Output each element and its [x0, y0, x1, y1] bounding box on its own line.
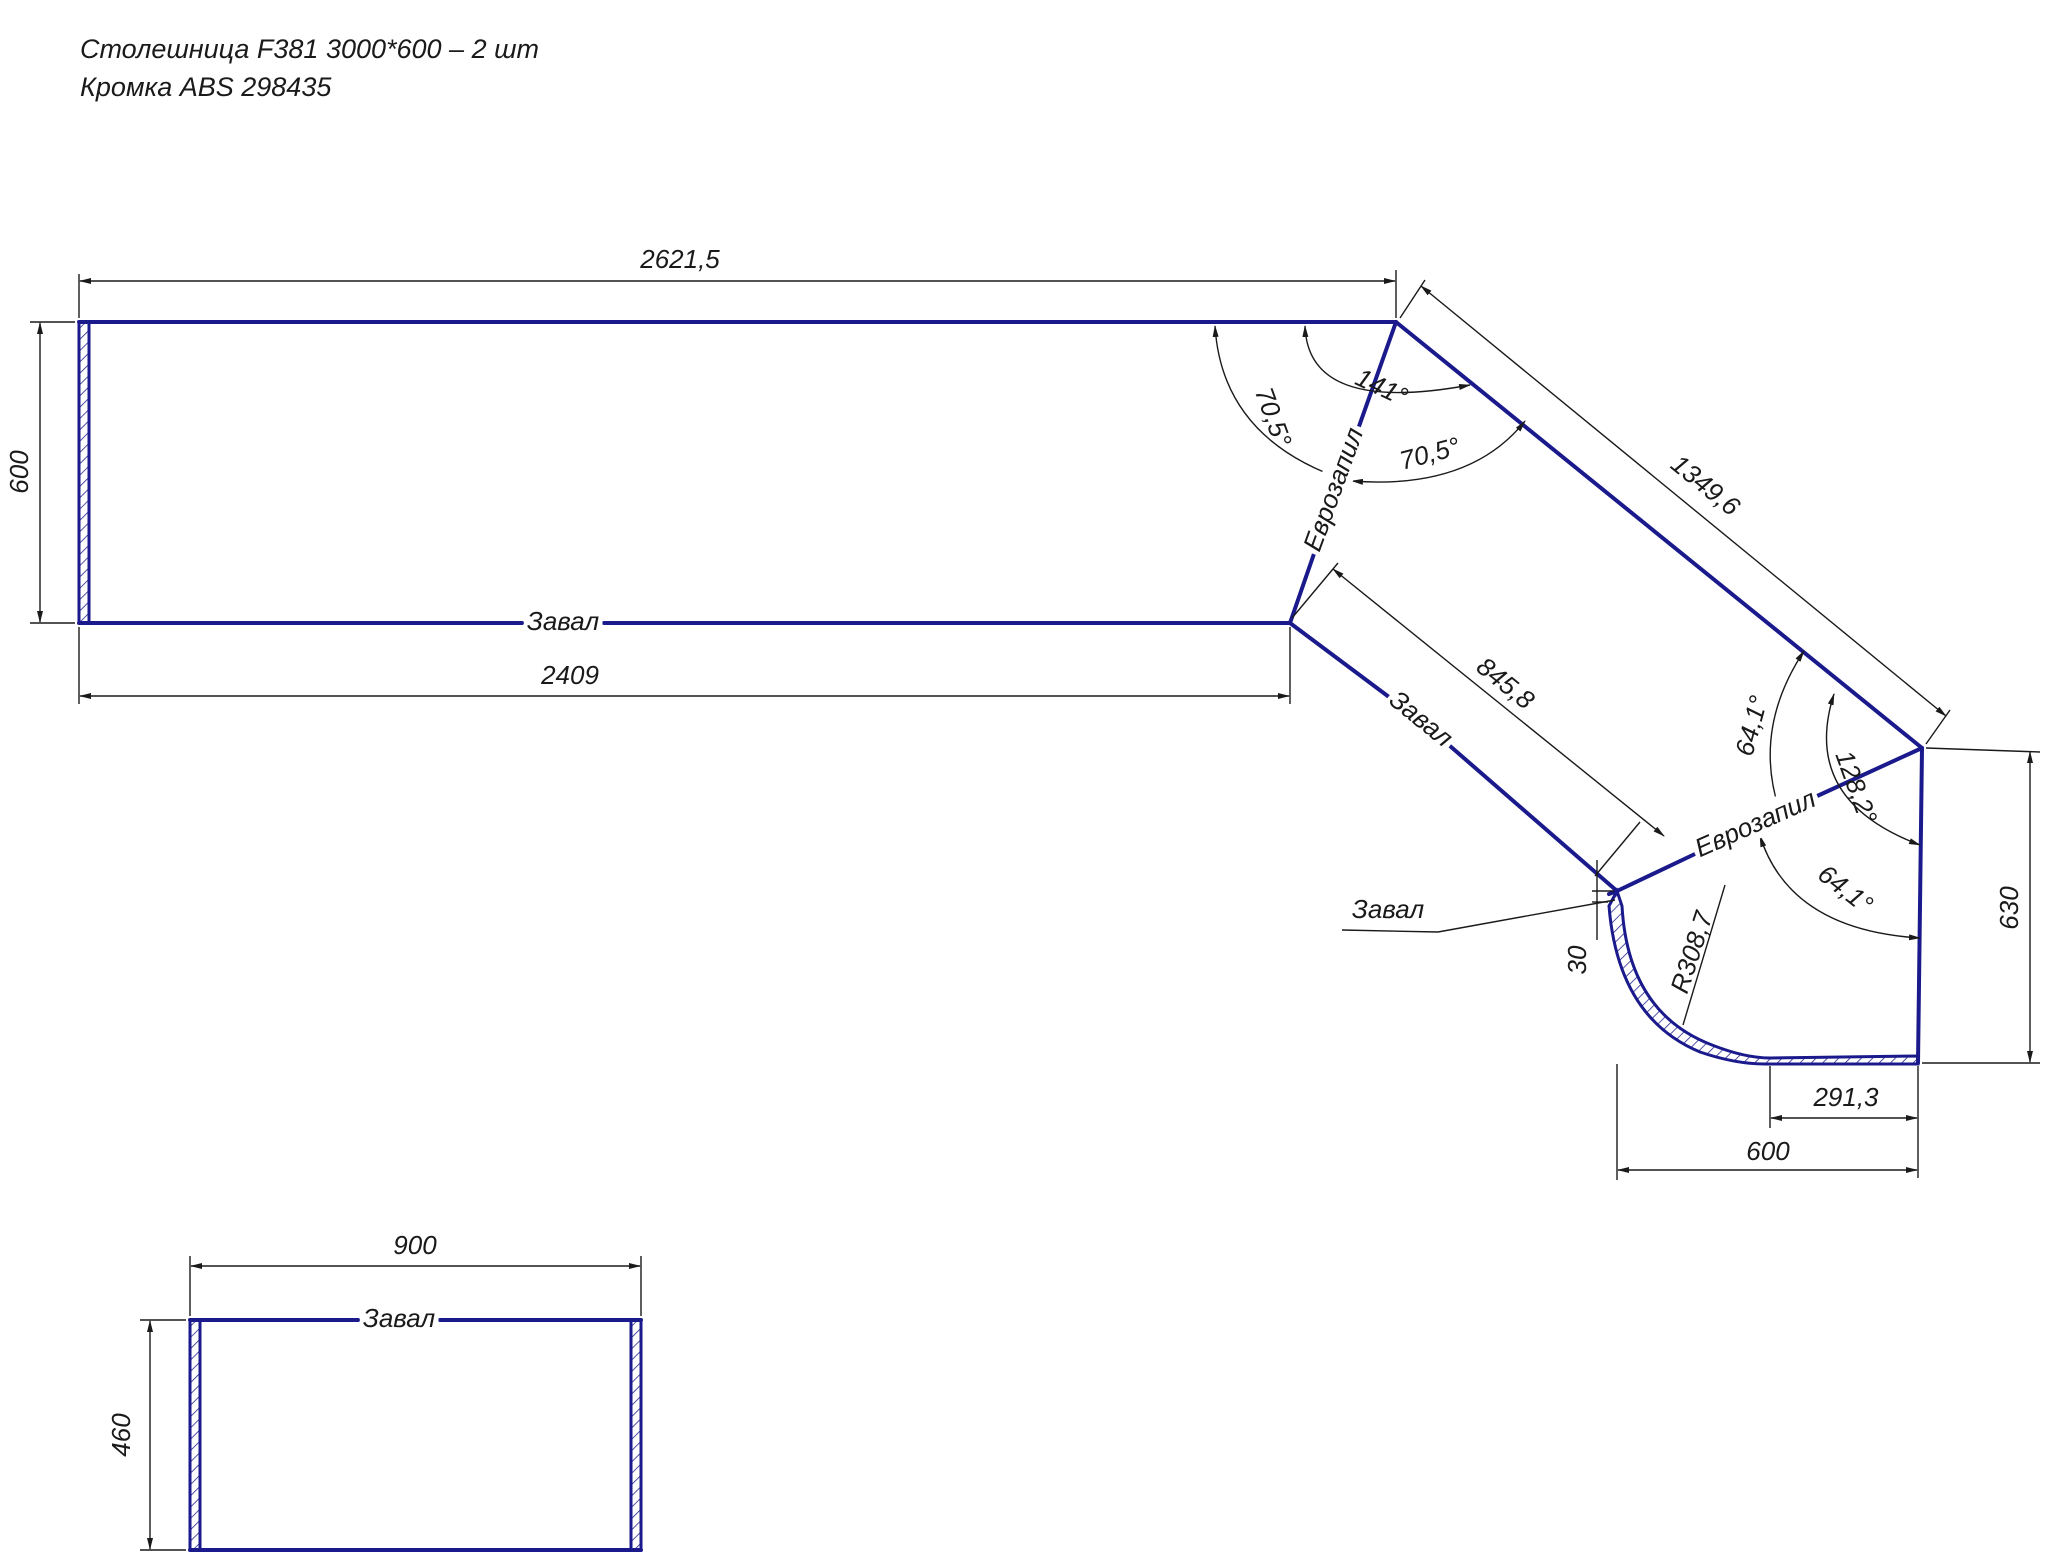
label-backing — [1348, 893, 1428, 925]
ext-line — [1594, 821, 1641, 877]
curved-edge-hatch — [1607, 887, 1920, 1066]
edge-labels: Завал Еврозапил Завал Завал Еврозапил — [523, 420, 1824, 925]
dim-line-diag-inner — [1332, 568, 1665, 837]
radius-leader — [1682, 884, 1726, 1026]
zaval-leader-line — [1341, 929, 1439, 933]
dim-small-width: 900 — [393, 1230, 437, 1260]
arc-angle-128 — [1825, 693, 1921, 846]
right-edge — [1916, 746, 1924, 1065]
dim-bottom-600: 600 — [1746, 1136, 1790, 1166]
arc-angle-64-top — [1769, 650, 1805, 813]
label-zaval-bottom: Завал — [527, 606, 600, 636]
label-backing — [1294, 420, 1372, 559]
ext-line — [1291, 562, 1339, 619]
joint-line-2-a — [1615, 851, 1699, 893]
dim-small-offset: 30 — [1562, 945, 1592, 974]
label-zaval-small: Завал — [363, 1303, 436, 1333]
left-edge-hatch — [77, 320, 91, 625]
dim-top-length: 2621,5 — [639, 244, 720, 274]
zaval-leader-line — [1437, 899, 1616, 933]
label-zaval-diag: Завал — [1384, 684, 1459, 753]
small-countertop: Завал 900 460 — [106, 1230, 643, 1552]
joint-line-1-b — [1288, 546, 1318, 625]
dim-diag-outer: 1349,6 — [1665, 448, 1746, 522]
label-backing — [1686, 780, 1824, 866]
arc-angle-141 — [1302, 325, 1471, 394]
ext-line — [1925, 747, 2041, 753]
dim-diag-inner: 845,8 — [1471, 651, 1541, 716]
label-backing — [523, 604, 603, 637]
dimensions-main: 2621,5 600 2409 1349,6 845,8 — [4, 244, 2041, 1180]
ext-line — [1925, 709, 1951, 745]
angle-141-label: 141° — [1351, 362, 1412, 412]
angle-right-label: 70,5° — [1396, 431, 1463, 476]
arc-angle-64-bottom — [1759, 835, 1921, 941]
angle-64-top-label: 64,1° — [1729, 692, 1774, 759]
dim-small-height: 460 — [106, 1413, 136, 1457]
label-backing — [1380, 681, 1463, 756]
diag-inner-edge-a — [1288, 621, 1391, 699]
label-zaval-leader: Завал — [1352, 894, 1425, 924]
arc-angle-left — [1212, 325, 1349, 482]
step-edge — [1607, 889, 1619, 896]
main-countertop — [77, 320, 1924, 1066]
small-right-hatch — [629, 1318, 643, 1552]
dim-right-height: 630 — [1994, 886, 2024, 930]
label-backing — [359, 1301, 439, 1334]
arc-angle-right — [1351, 420, 1526, 485]
angle-64-bottom-label: 64,1° — [1812, 858, 1879, 919]
small-left-hatch — [188, 1318, 202, 1552]
edge-spec-line: Кромка ABS 298435 — [80, 72, 332, 102]
diag-inner-edge-b — [1448, 744, 1619, 893]
dim-radius: R308,7 — [1664, 906, 1719, 996]
dim-line-diag-outer — [1420, 285, 1947, 717]
angle-left-label: 70,5° — [1249, 383, 1298, 451]
dim-bottom-length: 2409 — [540, 660, 599, 690]
dim-left-height: 600 — [4, 450, 34, 494]
dim-bottom-short: 291,3 — [1812, 1082, 1879, 1112]
label-evrozapil-2: Еврозапил — [1690, 783, 1820, 863]
title-line: Столешница F381 3000*600 – 2 шт — [80, 34, 539, 64]
